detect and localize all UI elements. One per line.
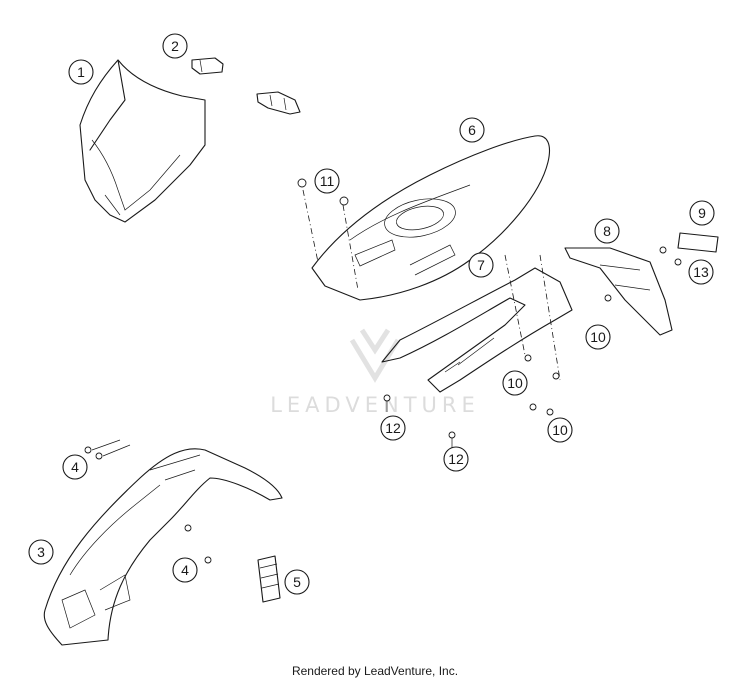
- plate-holder: [564, 247, 673, 336]
- callout-11-label: 11: [320, 173, 335, 189]
- callout-12a-label: 12: [385, 420, 401, 436]
- bolt-10a: [524, 354, 532, 362]
- callout-12b: 12: [443, 446, 469, 472]
- bolt-10b: [552, 372, 560, 380]
- headlight-mask: [79, 59, 206, 223]
- callout-12a: 12: [380, 415, 406, 441]
- callout-9: 9: [689, 200, 715, 226]
- front-fender: [43, 448, 283, 646]
- callout-10a-label: 10: [590, 329, 606, 345]
- watermark-logo: [349, 328, 401, 383]
- callout-10a: 10: [585, 324, 611, 350]
- bolt-10c: [529, 403, 537, 411]
- callout-10b-label: 10: [507, 375, 523, 391]
- callout-6: 6: [459, 117, 485, 143]
- callout-11: 11: [314, 168, 340, 194]
- watermark-text: LEADVENTURE: [270, 393, 480, 417]
- callout-7-label: 7: [477, 257, 485, 273]
- callout-6-label: 6: [468, 122, 476, 138]
- callout-9-label: 9: [698, 205, 706, 221]
- headlight-clip: [191, 57, 301, 115]
- callout-5: 5: [284, 569, 310, 595]
- callout-4b-label: 4: [181, 562, 189, 578]
- bolt-12b: [448, 431, 456, 439]
- rear-fender: [302, 135, 551, 301]
- callout-4a: 4: [62, 454, 88, 480]
- bolt-10d: [546, 408, 554, 416]
- fasteners: [84, 178, 612, 564]
- callout-1: 1: [68, 59, 94, 85]
- decal: [257, 555, 281, 603]
- callout-13-label: 13: [693, 264, 709, 280]
- bolt-4b: [95, 452, 103, 460]
- callout-7: 7: [468, 252, 494, 278]
- bolt-10e: [604, 294, 612, 302]
- reflector: [659, 232, 719, 266]
- bolt-4c: [184, 524, 192, 532]
- bolt-4d: [204, 556, 212, 564]
- callout-2: 2: [162, 33, 188, 59]
- callout-10b: 10: [502, 370, 528, 396]
- render-credit: Rendered by LeadVenture, Inc.: [291, 664, 459, 678]
- bolt-12a: [383, 394, 391, 402]
- callout-12b-label: 12: [448, 451, 464, 467]
- nut-11b: [339, 196, 349, 206]
- callout-8-label: 8: [603, 223, 611, 239]
- callout-10c-label: 10: [552, 422, 568, 438]
- callout-4a-label: 4: [71, 459, 79, 475]
- callout-4b: 4: [172, 557, 198, 583]
- nut-11a: [297, 178, 307, 188]
- callout-8: 8: [594, 218, 620, 244]
- callout-3: 3: [28, 539, 54, 565]
- callout-1-label: 1: [77, 64, 85, 80]
- side-panel: [381, 254, 573, 393]
- callout-2-label: 2: [171, 38, 179, 54]
- callout-10c: 10: [547, 417, 573, 443]
- callout-13: 13: [688, 259, 714, 285]
- callout-5-label: 5: [293, 574, 301, 590]
- bolt-4a: [84, 446, 92, 454]
- callout-3-label: 3: [37, 544, 45, 560]
- watermark: LEADVENTURE: [270, 328, 480, 417]
- callouts: 1 2 3 4 4 5 6 7: [28, 33, 715, 595]
